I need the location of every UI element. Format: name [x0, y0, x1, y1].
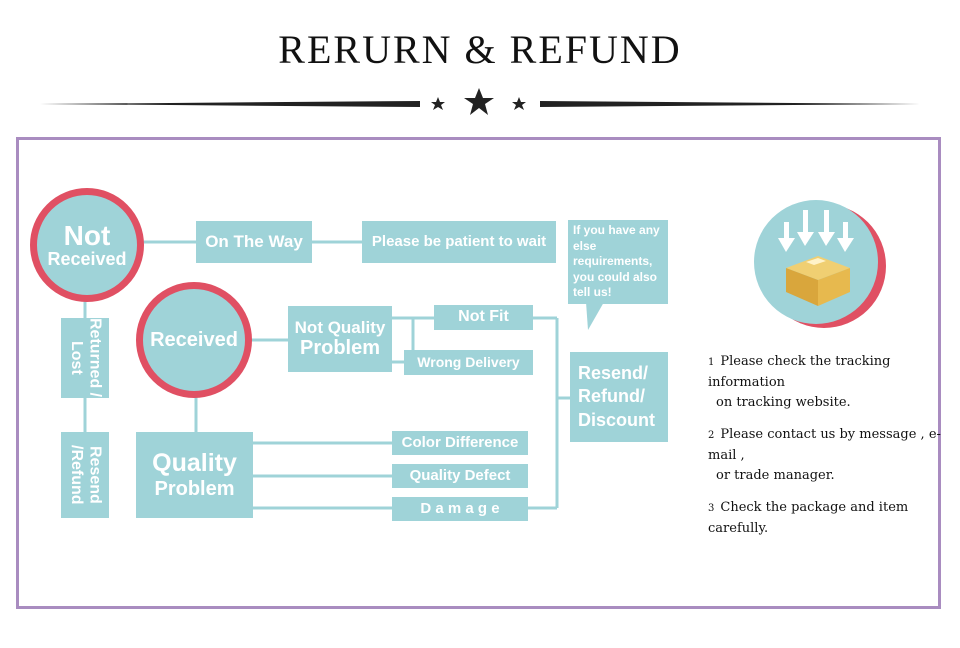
wrong-delivery-label: Wrong Delivery	[417, 354, 520, 371]
not-quality-line2: Problem	[299, 337, 381, 360]
outcome-line2: Refund/	[578, 386, 645, 407]
quality-problem-box: Quality Problem	[136, 432, 253, 518]
not-fit-label: Not Fit	[458, 308, 509, 326]
damage-box: D a m a g e	[392, 497, 528, 521]
note-continuation: on tracking website.	[716, 395, 851, 410]
quality-line2: Problem	[154, 477, 235, 500]
quality-defect-box: Quality Defect	[392, 464, 528, 488]
note-number: 1	[708, 357, 715, 368]
speech-bubble-text: If you have any else requirements, you c…	[573, 223, 660, 300]
color-difference-label: Color Difference	[401, 434, 519, 452]
outcome-box: Resend/ Refund/ Discount	[570, 352, 668, 442]
not-received-line1: Not	[63, 219, 111, 251]
not-received-line2: Received	[47, 249, 127, 270]
star-divider-icon	[40, 88, 920, 115]
note-number: 3	[708, 503, 715, 514]
note-text: Please check the tracking information	[708, 354, 891, 390]
color-difference-box: Color Difference	[392, 431, 528, 455]
not-quality-line1: Not Quality	[294, 317, 386, 337]
resend-refund-left-box: Resend /Refund	[61, 432, 109, 518]
received-label: Received	[150, 328, 238, 351]
not-quality-box: Not Quality Problem	[288, 306, 392, 372]
not-received-circle: Not Received	[30, 188, 144, 302]
note-text: Check the package and item carefully.	[708, 500, 909, 536]
please-wait-box: Please be patient to wait	[362, 221, 556, 263]
content-frame	[16, 137, 941, 609]
quality-line1: Quality	[152, 449, 237, 478]
returned-lost-box: Returned / Lost	[61, 318, 109, 398]
resend-refund-left-label: Resend /Refund	[68, 445, 104, 505]
outcome-line3: Discount	[578, 409, 656, 430]
outcome-line1: Resend/	[578, 362, 649, 383]
note-text: Please contact us by message , e-mail ,	[708, 427, 941, 463]
please-wait-label: Please be patient to wait	[371, 233, 547, 251]
speech-bubble: If you have any else requirements, you c…	[568, 220, 668, 304]
quality-defect-label: Quality Defect	[409, 467, 511, 485]
on-the-way-label: On The Way	[205, 232, 303, 252]
returned-lost-label: Returned / Lost	[68, 318, 104, 398]
damage-label: D a m a g e	[420, 500, 500, 518]
wrong-delivery-box: Wrong Delivery	[404, 350, 533, 375]
on-the-way-box: On The Way	[196, 221, 312, 263]
received-circle: Received	[136, 282, 252, 398]
note-continuation: or trade manager.	[716, 468, 835, 483]
note-number: 2	[708, 430, 715, 441]
page-title: RERURN & REFUND	[278, 27, 682, 72]
not-fit-box: Not Fit	[434, 305, 533, 330]
